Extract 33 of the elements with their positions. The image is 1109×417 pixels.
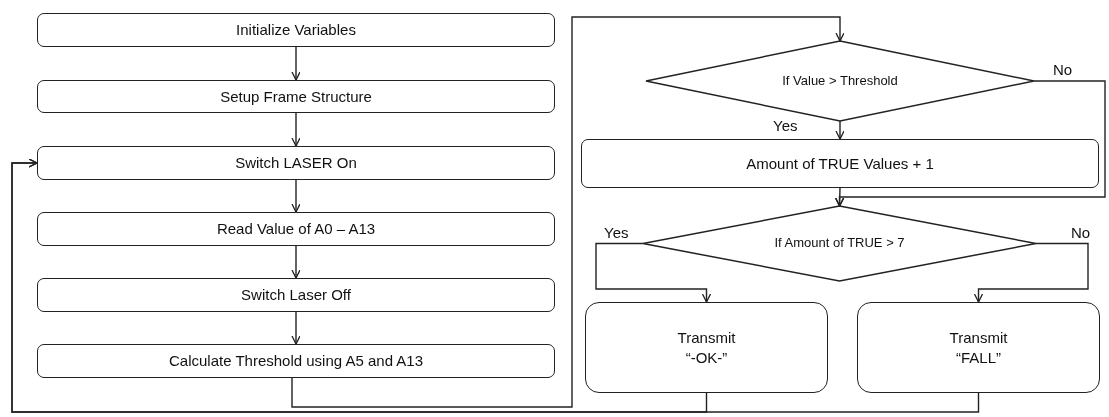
process-box [37,212,555,246]
node-text: Initialize Variables [236,20,356,40]
node-text: Switch LASER On [235,153,357,173]
node-text: If Amount of TRUE > 7 [774,235,905,252]
process-box [37,344,555,378]
node-text: Amount of TRUE Values + 1 [746,153,934,174]
process-box [37,278,555,312]
process-box [857,302,1100,393]
arrow [595,242,712,303]
arrow [11,158,980,413]
arrow [291,46,301,81]
node-text: “-OK-” [685,347,728,367]
process-box [581,139,1099,188]
arrow [973,242,1089,303]
node-text: Calculate Threshold using A5 and A13 [168,351,424,371]
node-text: Transmit [677,328,736,348]
node-text: Read Value of A0 – A13 [216,219,376,239]
process-box [37,146,555,180]
arrow [291,16,845,408]
arrow [291,112,301,147]
node-text: Transmit [949,328,1008,348]
node-text: “FALL” [956,347,1001,367]
arrow [291,245,301,279]
node-text: Switch Laser Off [241,285,351,305]
process-box [37,80,555,113]
arrow [835,187,845,207]
arrow [291,311,301,345]
arrow [291,179,301,213]
node-text: Setup Frame Structure [220,86,372,107]
process-box [585,302,828,393]
process-box [37,13,555,47]
arrow [835,120,845,140]
node-text: If Value > Threshold [782,72,898,90]
